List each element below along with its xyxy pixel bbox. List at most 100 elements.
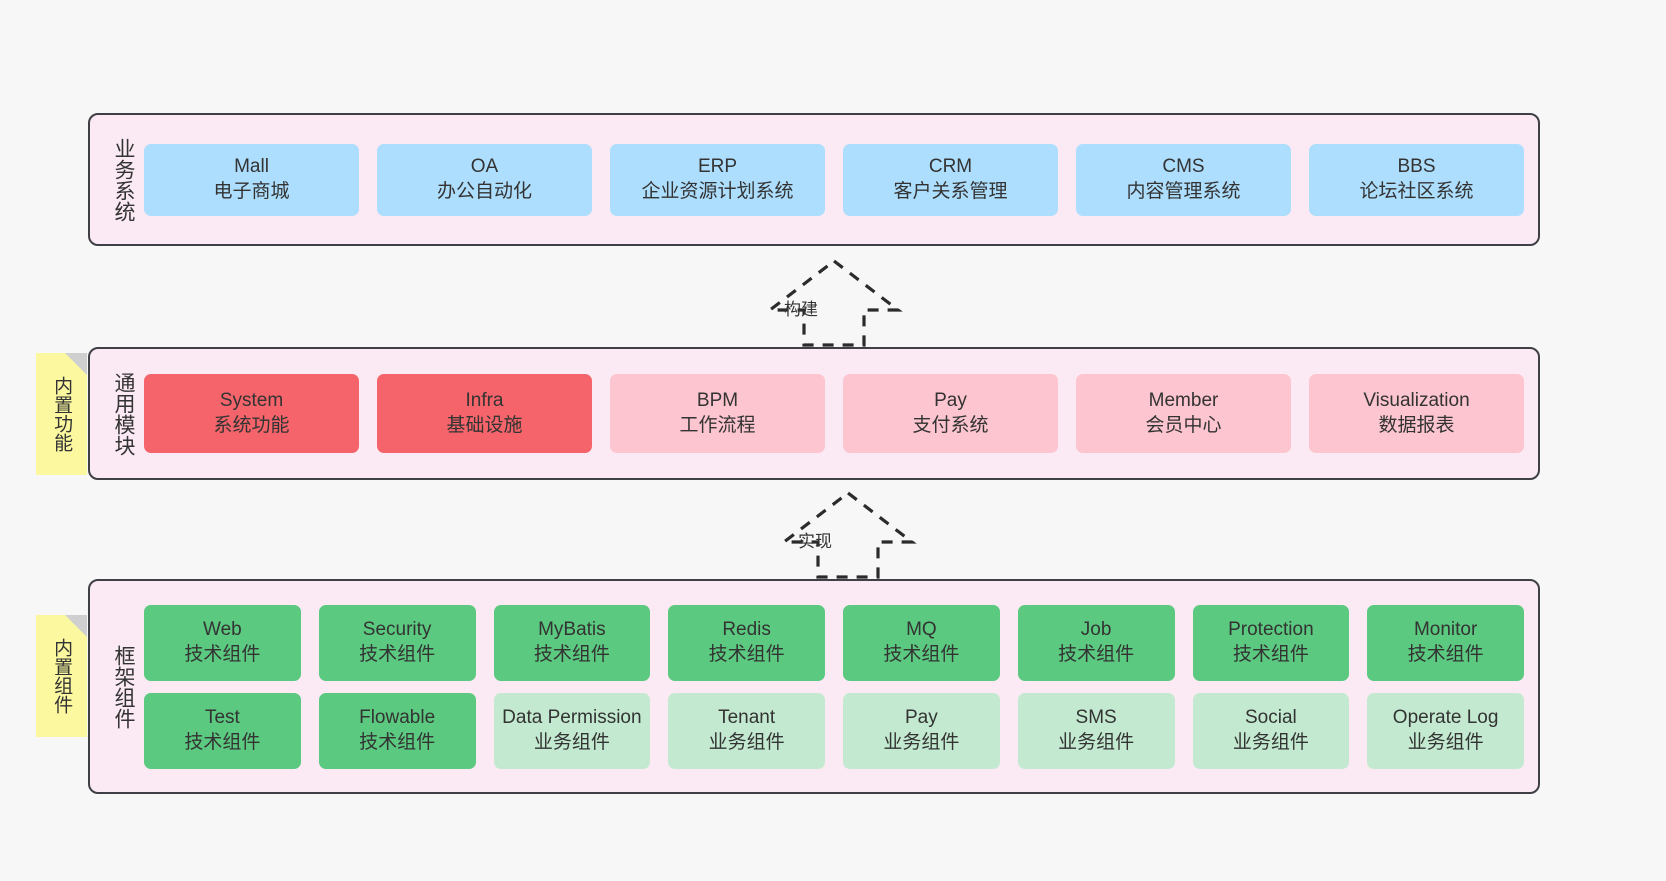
card-subtitle: 电子商城 xyxy=(213,180,290,202)
layer-business-systems: 业务系统 Mall 电子商城 OA 办公自动化 ERP 企业资源计划系统 CRM… xyxy=(88,113,1540,246)
card-redis[interactable]: Redis 技术组件 xyxy=(668,604,825,681)
card-title: Flowable xyxy=(359,706,436,728)
card-visualization[interactable]: Visualization 数据报表 xyxy=(1309,374,1524,453)
general-modules-card-grid: System 系统功能 Infra 基础设施 BPM 工作流程 Pay 支付系统… xyxy=(140,374,1538,453)
card-erp[interactable]: ERP 企业资源计划系统 xyxy=(610,143,825,216)
card-subtitle: 业务组件 xyxy=(1058,731,1135,753)
card-subtitle: 办公自动化 xyxy=(436,180,532,202)
arrow-implement: 实现 xyxy=(762,487,934,579)
card-bbs[interactable]: BBS 论坛社区系统 xyxy=(1309,143,1524,216)
layer-framework-components: 框架组件 Web 技术组件 Security 技术组件 MyBatis 技术组件… xyxy=(88,579,1540,794)
card-title: Member xyxy=(1148,389,1219,411)
card-title: Infra xyxy=(465,389,504,411)
general-modules-row: System 系统功能 Infra 基础设施 BPM 工作流程 Pay 支付系统… xyxy=(144,374,1524,453)
business-systems-row: Mall 电子商城 OA 办公自动化 ERP 企业资源计划系统 CRM 客户关系… xyxy=(144,143,1524,216)
arrow-implement-icon xyxy=(779,490,917,579)
arrow-build-label: 构建 xyxy=(784,300,818,319)
card-title: Test xyxy=(204,706,240,728)
card-subtitle: 业务组件 xyxy=(533,731,610,753)
card-title: Mall xyxy=(234,155,269,177)
card-subtitle: 工作流程 xyxy=(679,414,756,436)
card-infra[interactable]: Infra 基础设施 xyxy=(377,374,592,453)
card-subtitle: 系统功能 xyxy=(213,414,290,436)
sticky-note-builtin-features: 内置功能 xyxy=(36,353,87,475)
sticky-note-label: 内置组件 xyxy=(51,638,73,714)
card-subtitle: 技术组件 xyxy=(1232,643,1309,665)
card-job[interactable]: Job 技术组件 xyxy=(1017,604,1175,681)
card-subtitle: 技术组件 xyxy=(184,731,261,753)
card-title: Social xyxy=(1245,706,1297,728)
card-title: Visualization xyxy=(1363,389,1470,411)
framework-components-row-technical: Web 技术组件 Security 技术组件 MyBatis 技术组件 Redi… xyxy=(144,604,1524,681)
card-data-permission[interactable]: Data Permission 业务组件 xyxy=(493,692,651,769)
card-title: Pay xyxy=(905,706,938,728)
card-subtitle: 企业资源计划系统 xyxy=(641,180,794,202)
card-mybatis[interactable]: MyBatis 技术组件 xyxy=(493,604,651,681)
card-member[interactable]: Member 会员中心 xyxy=(1076,374,1291,453)
sticky-note-builtin-components: 内置组件 xyxy=(36,615,87,737)
business-systems-card-grid: Mall 电子商城 OA 办公自动化 ERP 企业资源计划系统 CRM 客户关系… xyxy=(140,143,1538,216)
card-flowable[interactable]: Flowable 技术组件 xyxy=(318,692,476,769)
card-monitor[interactable]: Monitor 技术组件 xyxy=(1367,604,1524,681)
card-subtitle: 业务组件 xyxy=(1407,731,1484,753)
card-title: CRM xyxy=(928,155,973,177)
card-subtitle: 技术组件 xyxy=(1058,643,1135,665)
note-fold-corner-icon xyxy=(65,615,87,637)
card-crm[interactable]: CRM 客户关系管理 xyxy=(843,143,1058,216)
arrow-build-icon xyxy=(765,258,903,347)
framework-components-row-business: Test 技术组件 Flowable 技术组件 Data Permission … xyxy=(144,692,1524,769)
card-test[interactable]: Test 技术组件 xyxy=(144,692,301,769)
card-tenant[interactable]: Tenant 业务组件 xyxy=(668,692,825,769)
card-title: Operate Log xyxy=(1392,706,1499,728)
card-web[interactable]: Web 技术组件 xyxy=(144,604,301,681)
layer-title-general-modules: 通用模块 xyxy=(112,371,135,456)
card-mall[interactable]: Mall 电子商城 xyxy=(144,143,359,216)
card-social[interactable]: Social 业务组件 xyxy=(1192,692,1350,769)
arrow-implement-label: 实现 xyxy=(798,532,832,551)
card-subtitle: 业务组件 xyxy=(883,731,960,753)
card-pay-module[interactable]: Pay 支付系统 xyxy=(843,374,1058,453)
card-title: Security xyxy=(362,618,432,640)
card-subtitle: 基础设施 xyxy=(446,414,523,436)
card-mq[interactable]: MQ 技术组件 xyxy=(843,604,1000,681)
card-subtitle: 客户关系管理 xyxy=(893,180,1008,202)
card-title: Job xyxy=(1080,618,1112,640)
card-title: Tenant xyxy=(718,706,776,728)
note-fold-corner-icon xyxy=(65,353,87,375)
card-title: OA xyxy=(470,155,499,177)
card-title: MyBatis xyxy=(538,618,606,640)
layer-general-modules: 通用模块 System 系统功能 Infra 基础设施 BPM 工作流程 Pay… xyxy=(88,347,1540,480)
card-oa[interactable]: OA 办公自动化 xyxy=(377,143,592,216)
card-subtitle: 技术组件 xyxy=(359,731,436,753)
card-cms[interactable]: CMS 内容管理系统 xyxy=(1076,143,1291,216)
card-pay-component[interactable]: Pay 业务组件 xyxy=(843,692,1000,769)
card-sms[interactable]: SMS 业务组件 xyxy=(1017,692,1175,769)
card-title: Web xyxy=(203,618,242,640)
card-subtitle: 技术组件 xyxy=(883,643,960,665)
card-subtitle: 技术组件 xyxy=(359,643,436,665)
card-subtitle: 数据报表 xyxy=(1378,414,1455,436)
card-subtitle: 业务组件 xyxy=(1232,731,1309,753)
card-title: Pay xyxy=(934,389,967,411)
framework-components-card-grid: Web 技术组件 Security 技术组件 MyBatis 技术组件 Redi… xyxy=(140,604,1538,769)
layer-title-business-systems: 业务系统 xyxy=(112,137,135,222)
card-security[interactable]: Security 技术组件 xyxy=(318,604,476,681)
sticky-note-label: 内置功能 xyxy=(51,376,73,452)
card-subtitle: 支付系统 xyxy=(912,414,989,436)
card-title: Monitor xyxy=(1413,618,1478,640)
layer-title-framework-components: 框架组件 xyxy=(112,644,135,729)
card-subtitle: 技术组件 xyxy=(533,643,610,665)
card-title: CMS xyxy=(1162,155,1205,177)
card-protection[interactable]: Protection 技术组件 xyxy=(1192,604,1350,681)
card-subtitle: 论坛社区系统 xyxy=(1359,180,1474,202)
card-system[interactable]: System 系统功能 xyxy=(144,374,359,453)
card-title: BBS xyxy=(1397,155,1436,177)
card-subtitle: 内容管理系统 xyxy=(1126,180,1241,202)
card-title: Data Permission xyxy=(502,706,642,728)
card-subtitle: 技术组件 xyxy=(1407,643,1484,665)
card-subtitle: 会员中心 xyxy=(1145,414,1222,436)
card-subtitle: 技术组件 xyxy=(708,643,785,665)
card-bpm[interactable]: BPM 工作流程 xyxy=(610,374,825,453)
card-operate-log[interactable]: Operate Log 业务组件 xyxy=(1367,692,1524,769)
